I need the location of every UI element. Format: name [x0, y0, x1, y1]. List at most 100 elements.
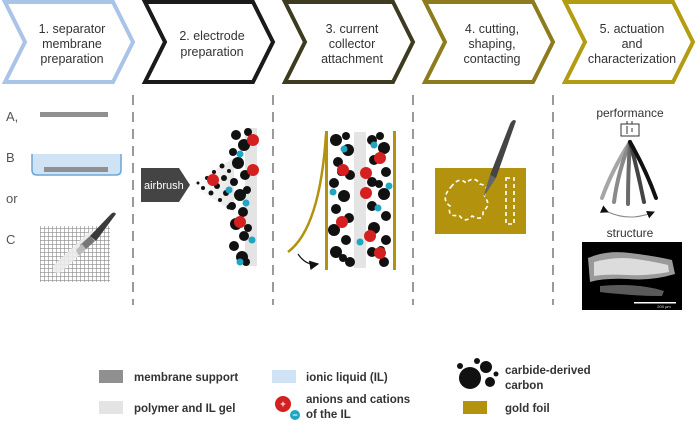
structure-label: structure [607, 226, 654, 240]
legend: membrane support polymer and IL gel ioni… [99, 358, 591, 421]
step-1-panel: A, B or C [6, 109, 122, 282]
gold-foil-label: gold foil [505, 403, 550, 415]
step-3-label-line-3: attachment [321, 52, 383, 66]
cation-icon [247, 164, 259, 176]
step-4-label-line-1: 4. cutting, [465, 22, 519, 36]
gold-foil-swatch [463, 401, 487, 414]
cation-icon [360, 167, 372, 179]
step-5-label-line-1: 5. actuation [600, 22, 665, 36]
cation-icon [247, 134, 259, 146]
option-a-label: A, [6, 109, 18, 124]
cation-icon [337, 164, 349, 176]
cation-icon [374, 152, 386, 164]
ions-label-line-1: anions and cations [306, 394, 410, 406]
step-1-label-line-3: preparation [40, 52, 103, 66]
gold-foil-peel-curve [287, 133, 328, 253]
gel-swatch [99, 401, 123, 414]
step-chevron-1: 1. separator membrane preparation [1, 0, 136, 84]
anion-icon [290, 410, 300, 420]
step-2-label-line-1: 2. electrode [179, 29, 244, 43]
anion-icon [329, 188, 337, 196]
step-chevron-4: 4. cutting, shaping, contacting [421, 0, 556, 84]
carbon-particles-icon [457, 358, 499, 389]
anion-icon [242, 199, 250, 207]
gold-foil-left [325, 131, 328, 270]
anion-icon [236, 258, 244, 266]
ionic-liquid-swatch [272, 370, 296, 383]
plus-sign-icon: + [280, 399, 285, 409]
legend-carbide-carbon: carbide-derived carbon [457, 358, 591, 392]
cdc-label-line-2: carbon [505, 380, 543, 392]
sem-cross-section-image: 200 µm [582, 242, 682, 310]
electrode-ions [207, 134, 259, 266]
option-b-label: B [6, 150, 15, 165]
airbrush-label: airbrush [144, 180, 184, 192]
membrane-support-label: membrane support [134, 372, 238, 384]
performance-label: performance [596, 106, 664, 120]
anion-icon [374, 204, 382, 212]
laminate-gel-core [354, 132, 366, 268]
gold-laminate-sheet [435, 168, 526, 234]
cation-icon [360, 187, 372, 199]
laminate-carbon-left [328, 132, 355, 267]
step-4-label-line-3: contacting [464, 52, 521, 66]
step-2-panel: airbrush [141, 128, 259, 266]
scale-bar-label: 200 µm [657, 304, 671, 309]
anion-icon [248, 236, 256, 244]
membrane-in-bath [44, 167, 108, 172]
step-3-label-line-2: collector [329, 37, 376, 51]
legend-ionic-liquid: ionic liquid (IL) [272, 370, 388, 384]
anion-icon [340, 145, 348, 153]
cation-icon [336, 216, 348, 228]
step-chevron-5: 5. actuation and characterization [561, 0, 696, 84]
membrane-support-strip [40, 112, 108, 117]
bending-motion-arrow [599, 205, 655, 219]
polymer-gel-label: polymer and IL gel [134, 403, 235, 415]
voltage-source-icon [620, 121, 640, 137]
step-dividers [132, 95, 554, 305]
cation-icon [207, 174, 219, 186]
cut-outline-shape [444, 178, 489, 221]
step-5-label-line-3: characterization [588, 52, 676, 66]
step-1-label-line-1: 1. separator [39, 22, 106, 36]
step-5-label-line-2: and [622, 37, 643, 51]
anion-icon [370, 141, 378, 149]
cation-icon [234, 216, 246, 228]
cdc-label-line-1: carbide-derived [505, 365, 591, 377]
legend-membrane-support: membrane support [99, 370, 238, 384]
step-3-panel [287, 131, 396, 271]
step-4-panel [435, 120, 526, 234]
cation-icon [364, 230, 376, 242]
anion-icon [225, 186, 233, 194]
step-4-label-line-2: shaping, [468, 37, 515, 51]
gold-foil-right [393, 131, 396, 270]
anion-icon [385, 182, 393, 190]
electrode-carbon-layer [228, 128, 252, 266]
step-5-panel: performance structure 200 µm [582, 106, 682, 310]
anion-icon [236, 150, 244, 158]
actuator-bending-fan [600, 140, 658, 206]
anion-icon [356, 238, 364, 246]
paintbrush-icon [76, 212, 116, 256]
ionic-liquid-label: ionic liquid (IL) [306, 372, 388, 384]
legend-gold-foil: gold foil [463, 401, 550, 415]
step-chevron-3: 3. current collector attachment [281, 0, 416, 84]
scalpel-icon [483, 120, 516, 198]
membrane-swatch [99, 370, 123, 383]
minus-sign-icon: − [292, 410, 297, 420]
step-3-label-line-1: 3. current [326, 22, 379, 36]
cation-icon [374, 247, 386, 259]
cation-icon [275, 396, 291, 412]
attach-arrow [297, 253, 320, 271]
contact-strip-outline [505, 177, 515, 225]
laminate-carbon-right [367, 132, 391, 267]
laminate-ions [329, 141, 393, 259]
option-c-label: C [6, 232, 15, 247]
legend-polymer-gel: polymer and IL gel [99, 401, 235, 415]
legend-ions: + − anions and cations of the IL [275, 394, 410, 421]
or-label: or [6, 191, 18, 206]
airbrush-nozzle: airbrush [141, 168, 190, 202]
step-1-label-line-2: membrane [42, 37, 102, 51]
step-chevron-2: 2. electrode preparation [141, 0, 276, 84]
